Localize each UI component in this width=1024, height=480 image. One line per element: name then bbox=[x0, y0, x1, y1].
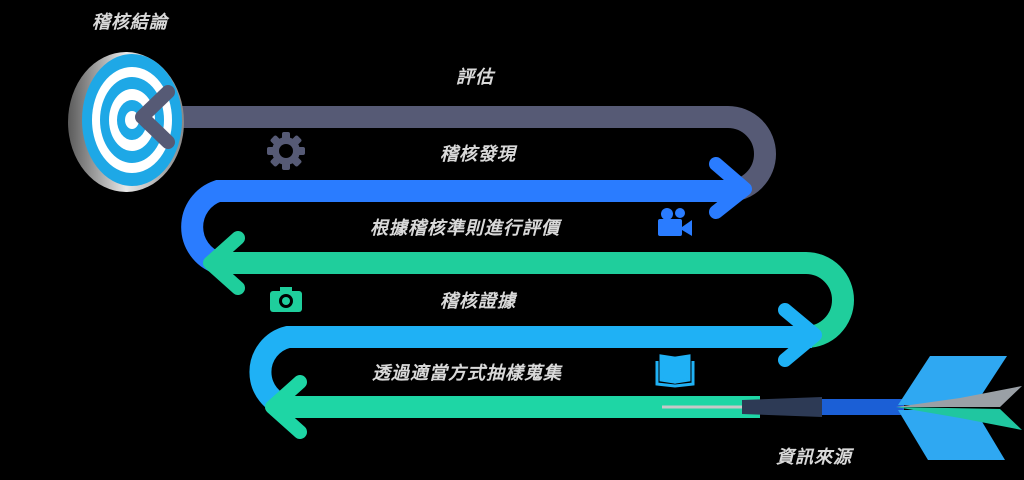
dart-icon bbox=[662, 356, 1022, 460]
camera-icon bbox=[270, 287, 302, 312]
flow-arrowhead-2 bbox=[709, 157, 752, 219]
flow-band-3 bbox=[212, 252, 854, 348]
step-label-findings: 稽核發現 bbox=[440, 144, 516, 165]
step-label-evaluate: 評估 bbox=[456, 67, 494, 88]
video-camera-icon bbox=[658, 208, 692, 236]
flow-band-2 bbox=[181, 180, 738, 274]
step-label-sampling: 透過適當方式抽樣蒐集 bbox=[372, 363, 562, 384]
flow-arrowhead-1 bbox=[135, 85, 175, 149]
flow-arrowhead-4 bbox=[778, 303, 822, 367]
title-label: 稽核結論 bbox=[92, 12, 168, 33]
gear-icon bbox=[267, 132, 305, 170]
source-label: 資訊來源 bbox=[776, 447, 852, 468]
step-label-criteria: 根據稽核準則進行評價 bbox=[370, 218, 560, 239]
book-icon bbox=[655, 354, 695, 388]
flow-arrowhead-5 bbox=[265, 375, 307, 439]
target-icon bbox=[68, 52, 184, 192]
step-label-evidence: 稽核證據 bbox=[440, 291, 516, 312]
flow-arrowhead-3 bbox=[203, 231, 245, 295]
